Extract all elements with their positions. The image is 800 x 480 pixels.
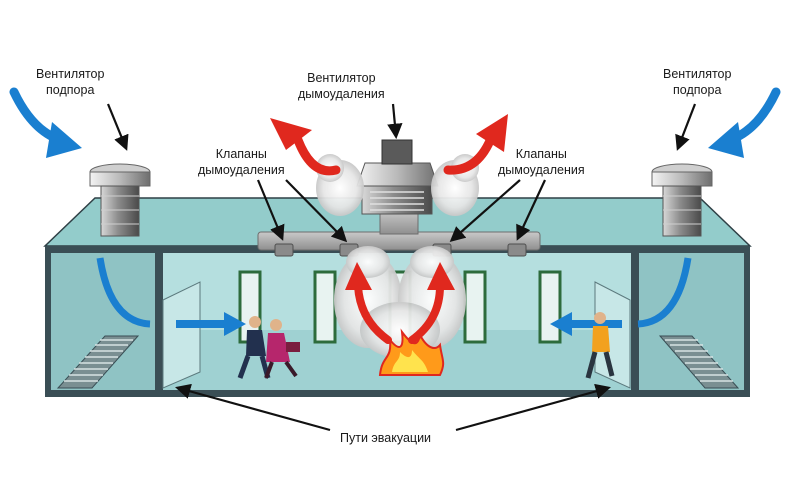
- smoke-rise-arrow-right: [408, 262, 455, 344]
- right-stairs: [658, 335, 740, 389]
- smoke-rise-arrow-left: [345, 262, 392, 344]
- pointer-evacuation-right: [455, 383, 611, 432]
- partition-left: [155, 246, 163, 397]
- smoke-clouds-roof: [316, 154, 479, 216]
- evacuating-person-right: [585, 312, 615, 379]
- pointer-damper-left-2: [285, 179, 348, 243]
- label-evacuation-routes: Пути эвакуации: [340, 431, 432, 445]
- label-supply-fan-left: Вентилятор подпора: [36, 67, 105, 97]
- partition-right: [631, 246, 639, 397]
- outer-wall-left: [45, 246, 51, 397]
- label-exhaust-fan: Вентилятор дымоудаления: [298, 71, 385, 101]
- pointer-supply-fan-right: [675, 103, 697, 151]
- left-stairs: [56, 335, 140, 389]
- label-dampers-left: Клапаны дымоудаления: [198, 147, 285, 177]
- label-supply-fan-right: Вентилятор подпора: [663, 67, 732, 97]
- smoke-exhaust-arrow-right: [443, 114, 508, 175]
- label-pointers: [106, 103, 697, 432]
- left-shaft-door: [162, 281, 201, 389]
- supply-air-arrow-left: [9, 87, 82, 158]
- supply-fan-right: [651, 163, 713, 237]
- pointer-evacuation-left: [175, 383, 331, 432]
- pointer-supply-fan-left: [106, 103, 129, 151]
- supply-air-arrow-shaft-left: [96, 257, 246, 336]
- right-shaft-door: [594, 281, 631, 389]
- outer-wall-right: [744, 246, 750, 397]
- evacuating-people-left: [237, 316, 300, 379]
- pointer-damper-right-2: [516, 179, 546, 241]
- label-dampers-right: Клапаны дымоудаления: [498, 147, 585, 177]
- pointer-exhaust-fan: [387, 103, 403, 140]
- pointer-damper-left-1: [256, 179, 285, 241]
- smoke-exhaust-arrow-left: [270, 118, 341, 176]
- supply-fan-left: [89, 163, 151, 237]
- exhaust-duct: [257, 231, 541, 251]
- exhaust-fan: [356, 139, 439, 215]
- floor-slab: [45, 390, 750, 397]
- pointer-damper-right-1: [449, 179, 521, 243]
- supply-air-arrow-right: [708, 87, 781, 158]
- supply-air-arrow-shaft-right: [550, 257, 692, 336]
